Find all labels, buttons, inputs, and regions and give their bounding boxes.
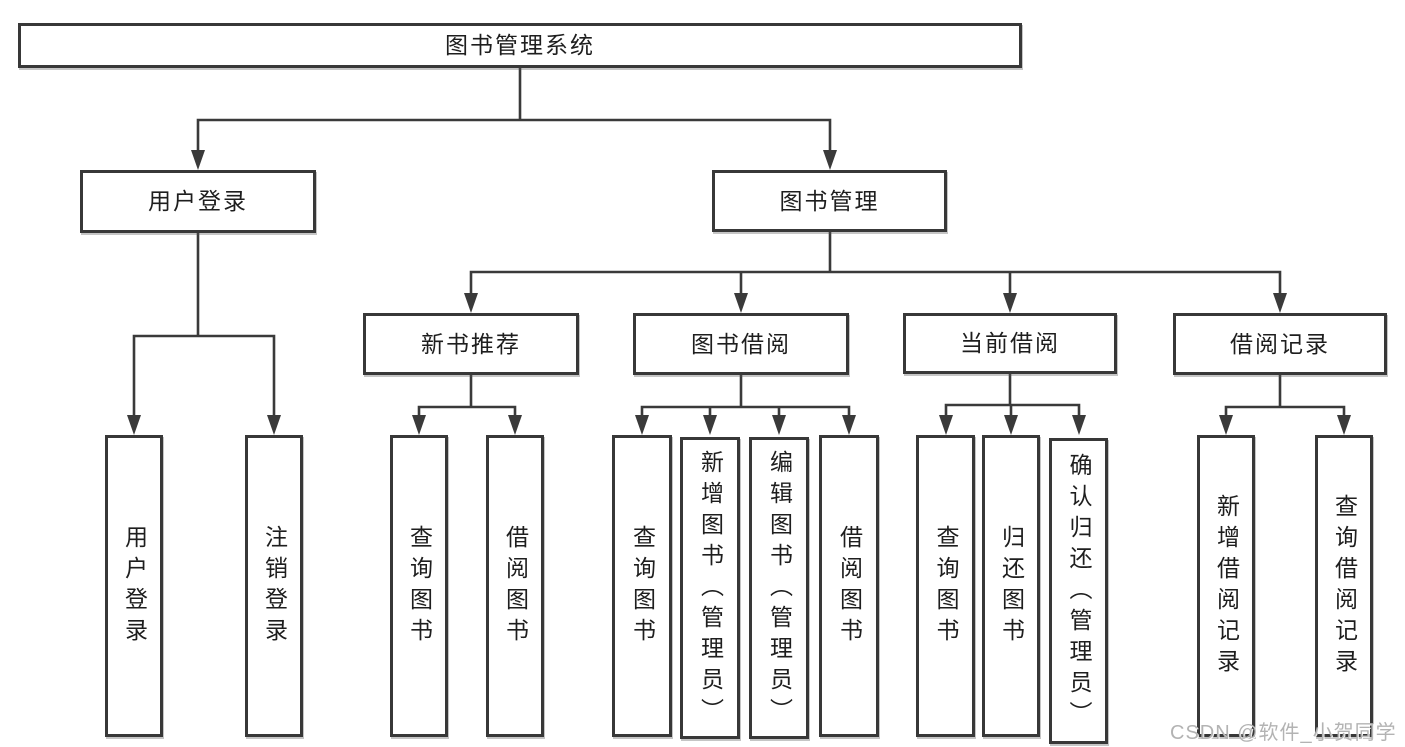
node-borrowing-records: 借阅记录 — [1173, 313, 1387, 375]
leaf-return-books: 归还图书 — [982, 435, 1040, 737]
leaf-edit-book-admin: 编辑图书（管理员） — [749, 437, 809, 739]
leaf-user-login: 用户登录 — [105, 435, 163, 737]
connector-records-to-leaves — [1224, 373, 1346, 418]
arrowheads — [127, 150, 1351, 435]
leaf-query-books-borrowing: 查询图书 — [612, 435, 672, 737]
connector-current-to-leaves — [944, 372, 1081, 418]
leaf-borrow-books-recommend: 借阅图书 — [486, 435, 544, 737]
node-new-book-recommend: 新书推荐 — [363, 313, 579, 375]
node-current-borrowing: 当前借阅 — [903, 313, 1117, 374]
leaf-query-books-current: 查询图书 — [916, 435, 975, 737]
connector-root-to-level1 — [196, 66, 832, 154]
connector-recommend-to-leaves — [417, 373, 517, 418]
leaf-confirm-return-admin: 确认归还（管理员） — [1049, 438, 1108, 744]
node-root: 图书管理系统 — [18, 23, 1022, 68]
leaf-add-borrow-record: 新增借阅记录 — [1197, 435, 1255, 737]
node-book-borrowing: 图书借阅 — [633, 313, 849, 375]
leaf-add-book-admin: 新增图书（管理员） — [680, 437, 740, 739]
connector-book-management-to-level2 — [469, 230, 1282, 297]
csdn-watermark: CSDN @软件_小贺同学 — [1170, 722, 1397, 744]
node-user-login: 用户登录 — [80, 170, 316, 233]
connector-borrowing-to-leaves — [640, 373, 851, 418]
connector-user-login-to-leaves — [132, 231, 276, 418]
node-book-management: 图书管理 — [712, 170, 947, 232]
leaf-query-books-recommend: 查询图书 — [390, 435, 448, 737]
leaf-logout: 注销登录 — [245, 435, 303, 737]
leaf-borrow-books-borrowing: 借阅图书 — [819, 435, 879, 737]
leaf-query-borrow-record: 查询借阅记录 — [1315, 435, 1373, 737]
